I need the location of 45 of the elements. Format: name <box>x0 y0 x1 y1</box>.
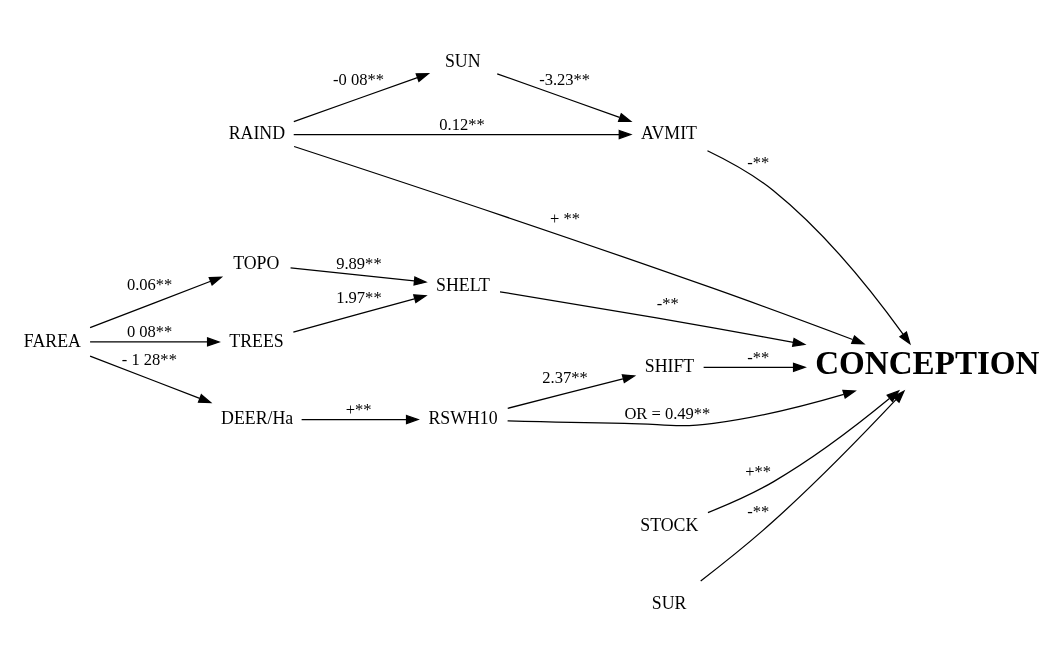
edge-label: 0 08** <box>126 321 173 341</box>
node-text: SUR <box>651 592 687 613</box>
edge-label: -** <box>747 501 770 521</box>
node-text: DEER/Ha <box>221 407 294 428</box>
node-text: AVMIT <box>640 122 697 143</box>
arrow <box>507 373 637 409</box>
node-text: FAREA <box>23 330 81 351</box>
edge-label: -3.23** <box>539 69 591 89</box>
edge-label: - 1 28** <box>121 349 177 369</box>
arrow <box>703 361 807 372</box>
arrow <box>89 336 221 347</box>
node-text: TOPO <box>233 252 280 273</box>
edge-label: 0.12** <box>439 114 485 134</box>
arrow <box>293 145 866 344</box>
edge-label: +** <box>745 461 772 481</box>
edge-label: 1.97** <box>336 287 382 307</box>
edge-label: 9.89** <box>336 253 382 273</box>
node-text: SUN <box>444 50 481 71</box>
edge-label: -** <box>747 152 770 172</box>
edge-label: -** <box>747 347 770 367</box>
arrow <box>706 149 911 345</box>
node-text: RSWH10 <box>428 407 498 428</box>
arrow <box>89 275 224 328</box>
arrow <box>293 72 431 122</box>
arrow <box>499 290 807 347</box>
node-text: TREES <box>229 330 284 351</box>
node-text: RAIND <box>228 122 286 143</box>
edge-label: 0.06** <box>126 274 173 294</box>
node-text: CONCEPTION <box>815 344 1040 381</box>
arrow <box>301 414 420 424</box>
edge-label: -** <box>656 293 679 313</box>
edge-label: 2.37** <box>542 367 588 387</box>
arrow <box>89 355 213 403</box>
arrow <box>506 389 857 426</box>
arrow <box>292 293 428 333</box>
arrow <box>496 72 633 122</box>
edge-label: + ** <box>549 208 580 228</box>
edge-label: OR = 0.49** <box>624 403 711 423</box>
edge-label: -0 08** <box>333 69 384 89</box>
node-text: SHIFT <box>644 355 695 376</box>
arrow <box>289 266 428 286</box>
arrow <box>293 129 633 139</box>
node-text: SHELT <box>436 274 490 295</box>
node-text: STOCK <box>640 514 699 535</box>
edge-label: +** <box>345 399 372 419</box>
